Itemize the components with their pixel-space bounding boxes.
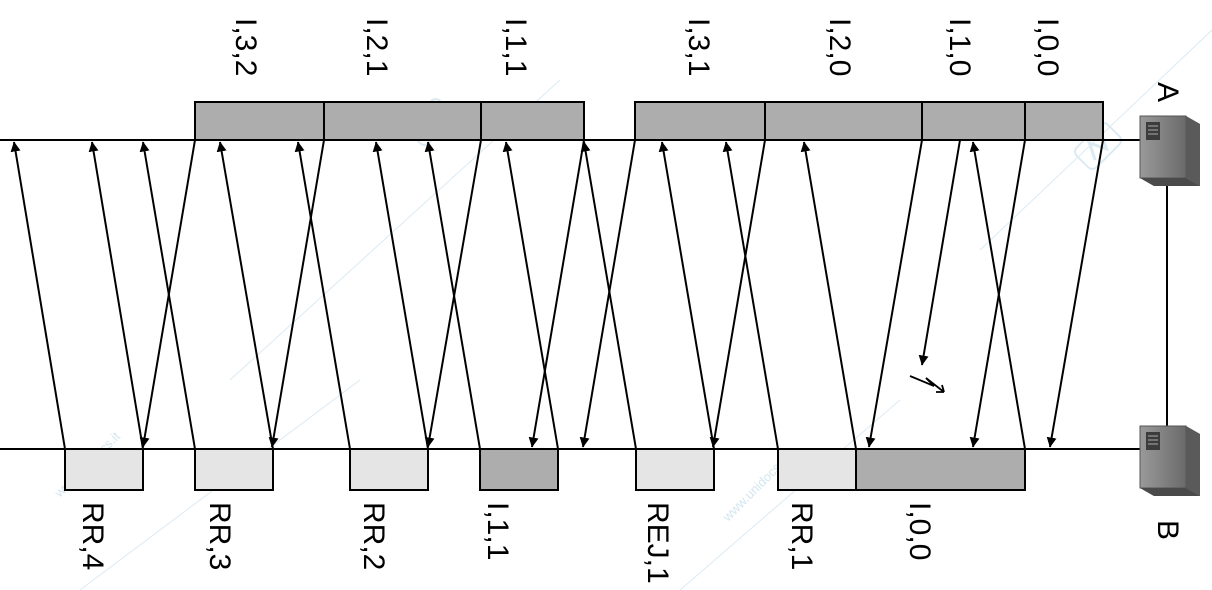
frame-box-i32 — [194, 101, 325, 141]
b-to-a-arrows — [10, 141, 1026, 450]
arrow-rr3-b-to-a — [424, 141, 481, 450]
frame-box-rr2 — [349, 448, 429, 491]
arrow-i00-b-to-a — [969, 141, 1026, 450]
frame-label: I,1,1 — [499, 18, 532, 76]
frame-label: I,1,1 — [481, 502, 514, 560]
arrow-b-i11-b-to-a — [580, 141, 637, 450]
frame-label: RR,4 — [76, 502, 109, 570]
station-b-label: B — [1151, 520, 1184, 540]
arrow-rr1-b-to-a — [800, 141, 857, 450]
frame-label: I,1,0 — [943, 18, 976, 76]
frame-box-i11 — [480, 101, 585, 141]
station-a-label: A — [1151, 82, 1184, 102]
frame-label: RR,2 — [357, 502, 390, 570]
frame-label: RR,1 — [785, 502, 818, 570]
arrow-rr2-b-to-a — [502, 141, 559, 450]
frame-label: I,2,0 — [823, 18, 856, 76]
frame-box-i31 — [634, 101, 766, 141]
frame-box-b-i11 — [479, 448, 559, 491]
frame-box-i10 — [921, 101, 1026, 141]
arrow-i31-a-to-b — [709, 139, 766, 448]
frame-label: I,0,0 — [1031, 18, 1064, 76]
arrow-rr4a-b-to-a — [294, 141, 351, 450]
arrow-i32-a-to-b — [268, 139, 325, 448]
frame-label: I,0,0 — [903, 502, 936, 560]
bottom-frames — [64, 448, 1026, 491]
frame-label: RR,3 — [203, 502, 236, 570]
computer-tower-icon — [1139, 115, 1200, 186]
frame-box-i00 — [1024, 101, 1104, 141]
frame-label: I,3,2 — [229, 18, 262, 76]
arrow-rr4d-b-to-a — [88, 141, 144, 450]
arrow-i00-a-to-b — [1046, 139, 1104, 448]
frame-box-rej1 — [635, 448, 715, 491]
frame-box-i20 — [764, 101, 923, 141]
frame-label: REJ,1 — [641, 502, 674, 584]
frame-box-i21 — [323, 101, 482, 141]
top-frame-labels: I,3,2 I,2,1 I,1,1 I,3,1 I,2,0 I,1,0 I,0,… — [229, 18, 1064, 76]
a-to-b-arrows — [139, 139, 1104, 448]
frame-box-rr1 — [777, 448, 857, 491]
bottom-frame-labels: RR,4 RR,3 RR,2 I,1,1 REJ,1 RR,1 I,0,0 — [76, 502, 936, 584]
arrow-rr4b-b-to-a — [216, 141, 274, 450]
arrow-i10-lost — [918, 139, 961, 366]
arrow-i21-a-to-b — [528, 139, 585, 448]
arrow-rr4c-b-to-a — [139, 141, 196, 450]
top-frames — [194, 101, 1104, 141]
lightning-error-icon — [909, 375, 945, 393]
arrow-rej1-b-to-a — [722, 141, 779, 450]
arrow-rr4e-b-to-a — [10, 141, 66, 450]
arrow-i20-a-to-b — [865, 139, 923, 448]
arrow-rr3b-b-to-a — [372, 141, 429, 450]
computer-tower-icon — [1139, 425, 1200, 496]
arrow-i11-b-to-a — [658, 141, 715, 450]
frame-label: I,3,1 — [682, 18, 715, 76]
frame-box-rr3 — [194, 448, 274, 491]
frame-box-rr4 — [64, 448, 144, 491]
frame-label: I,2,1 — [360, 18, 393, 76]
frame-box-b-i00 — [855, 448, 1026, 491]
